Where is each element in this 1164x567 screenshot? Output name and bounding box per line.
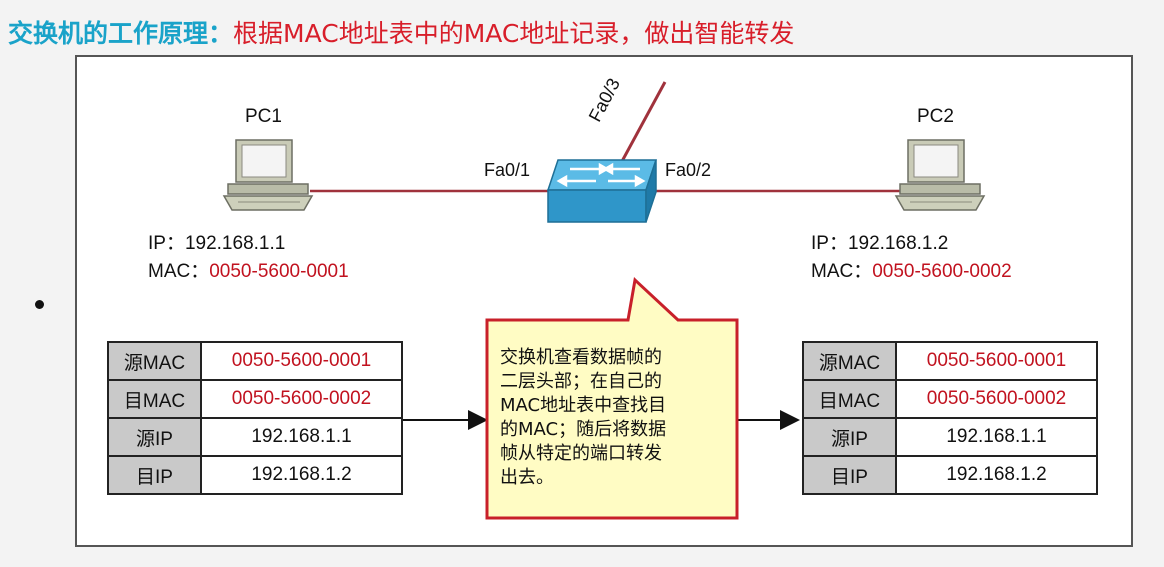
port-label-fa0-1: Fa0/1 [484, 160, 531, 180]
port-label-fa0-2: Fa0/2 [665, 160, 712, 180]
field-key: 目MAC [802, 379, 897, 419]
pc1-ip: IP：192.168.1.1 [148, 228, 285, 255]
pc1-mac-value: 0050-5600-0001 [209, 261, 349, 282]
field-key: 源MAC [802, 341, 897, 381]
field-value: 0050-5600-0002 [200, 379, 403, 419]
field-key: 目MAC [107, 379, 202, 419]
pc2-ip: IP：192.168.1.2 [811, 228, 948, 255]
field-value: 192.168.1.1 [200, 417, 403, 457]
field-value: 0050-5600-0001 [895, 341, 1098, 381]
pc1-mac: MAC：0050-5600-0001 [148, 256, 349, 283]
callout-line: 的MAC；随后将数据 [500, 419, 667, 440]
callout-line: 二层头部；在自己的 [500, 371, 662, 392]
slide-title: 交换机的工作原理：根据MAC地址表中的MAC地址记录，做出智能转发 [8, 14, 794, 50]
pc1-ip-label: IP： [148, 233, 185, 254]
link-fa0-3 [618, 81, 667, 166]
field-value: 192.168.1.2 [895, 455, 1098, 495]
field-value: 192.168.1.1 [895, 417, 1098, 457]
switch-icon [546, 159, 658, 223]
pc1-ip-value: 192.168.1.1 [184, 233, 286, 254]
callout-box [485, 277, 739, 520]
field-key: 源IP [107, 417, 202, 457]
field-key: 源IP [802, 417, 897, 457]
field-value: 0050-5600-0002 [895, 379, 1098, 419]
pc2-mac-label: MAC： [811, 261, 873, 282]
field-value: 192.168.1.2 [200, 455, 403, 495]
field-key: 目IP [107, 455, 202, 495]
callout-line: 交换机查看数据帧的 [500, 347, 662, 368]
title-prefix: 交换机的工作原理： [8, 19, 234, 48]
callout-text: 交换机查看数据帧的 二层头部；在自己的 MAC地址表中查找目 的MAC；随后将数… [500, 346, 720, 490]
callout-line: MAC地址表中查找目 [500, 395, 667, 416]
bullet-dot [35, 300, 44, 309]
pc1-label: PC1 [245, 106, 282, 127]
field-key: 源MAC [107, 341, 202, 381]
pc2-mac: MAC：0050-5600-0002 [811, 256, 1012, 283]
callout-line: 帧从特定的端口转发 [500, 443, 662, 464]
pc2-ip-label: IP： [811, 233, 848, 254]
pc1-computer-icon [222, 139, 314, 211]
callout-line: 出去。 [500, 467, 554, 488]
pc2-label: PC2 [917, 106, 954, 127]
field-value: 0050-5600-0001 [200, 341, 403, 381]
field-key: 目IP [802, 455, 897, 495]
title-rest: 根据MAC地址表中的MAC地址记录，做出智能转发 [233, 19, 795, 48]
pc1-mac-label: MAC： [148, 261, 210, 282]
pc2-computer-icon [894, 139, 986, 211]
pc2-mac-value: 0050-5600-0002 [872, 261, 1012, 282]
pc2-ip-value: 192.168.1.2 [847, 233, 949, 254]
